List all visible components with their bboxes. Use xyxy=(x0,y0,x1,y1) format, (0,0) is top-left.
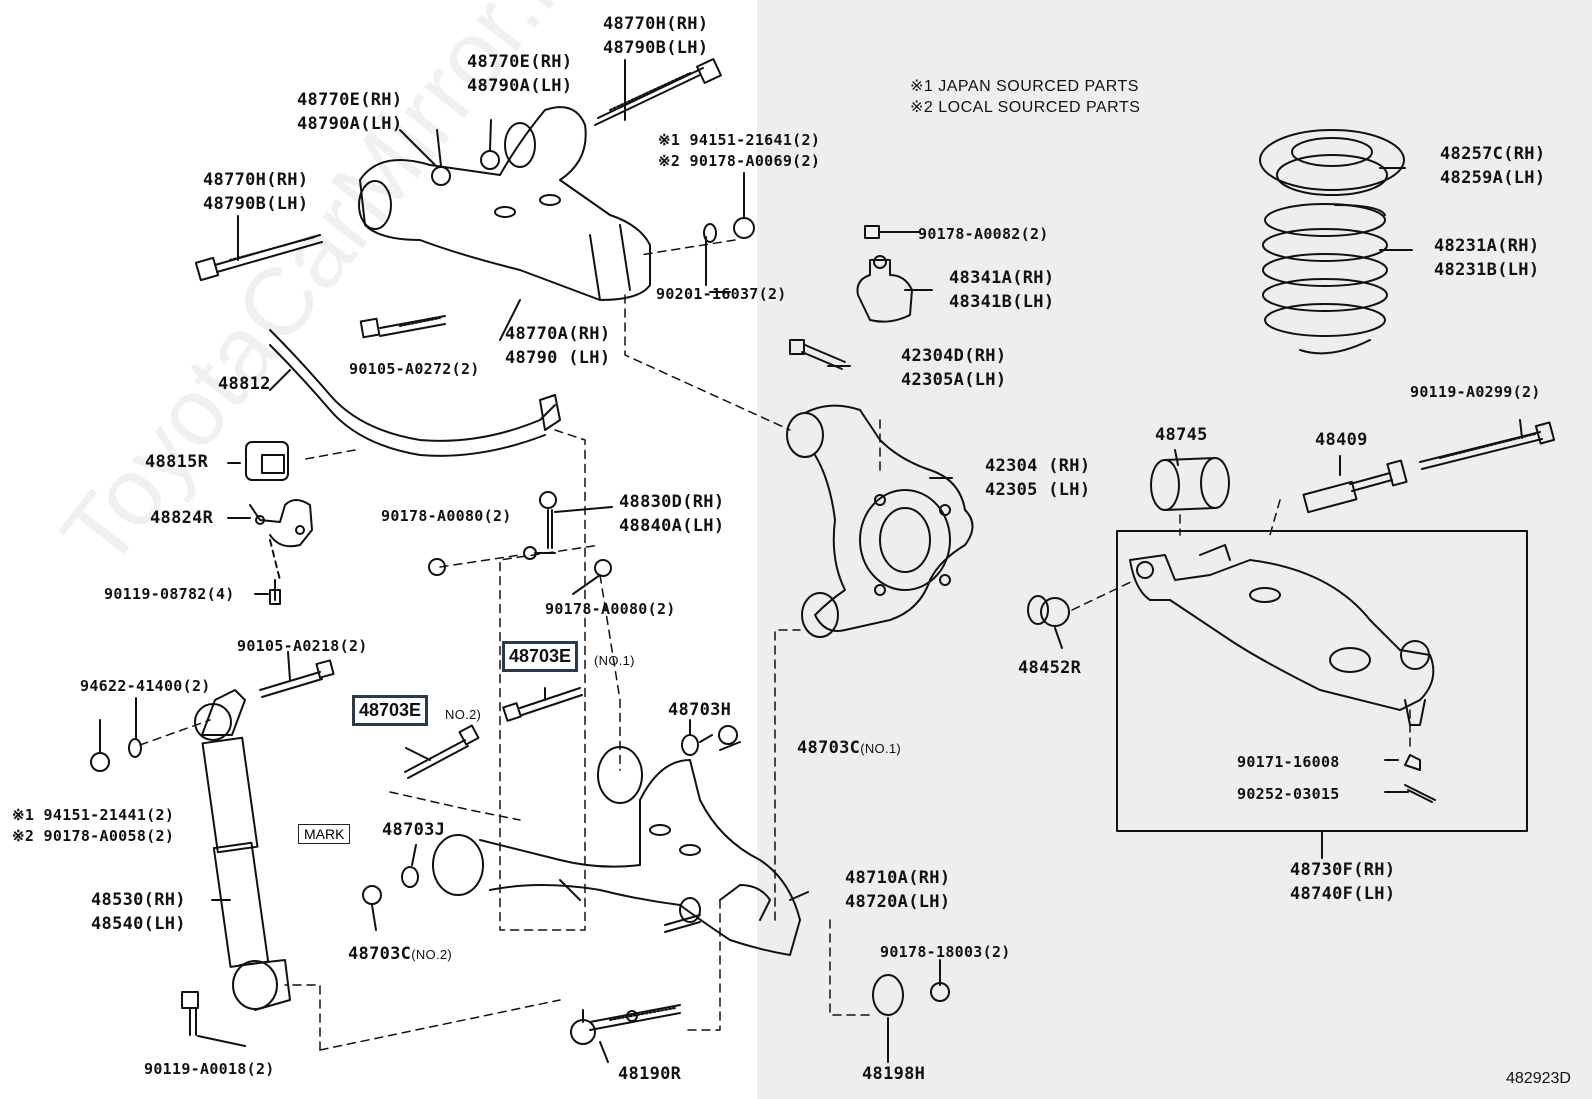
label-48710a: 48710A(RH) 48720A(LH) xyxy=(845,868,951,912)
highlight-48703e-no1[interactable]: 48703E xyxy=(502,641,579,672)
figure-number: 482923D xyxy=(1506,1070,1571,1087)
label-90252-03015: 90252-03015 xyxy=(1237,785,1340,803)
label-48257c: 48257C(RH) 48259A(LH) xyxy=(1440,144,1546,188)
shock-absorber xyxy=(194,689,291,1011)
label-48770e-left: 48770E(RH) 48790A(LH) xyxy=(297,90,403,134)
bushing-48815r xyxy=(245,441,289,481)
label-48231a: 48231A(RH) 48231B(LH) xyxy=(1434,236,1540,280)
upper-control-arm xyxy=(358,106,651,301)
right-panel-background xyxy=(757,0,1592,1099)
stabilizer-link xyxy=(523,491,557,560)
label-48770a: 48770A(RH) 48790 (LH) xyxy=(505,324,611,368)
label-42304d: 42304D(RH) 42305A(LH) xyxy=(901,346,1007,390)
stabilizer-bar xyxy=(269,329,561,457)
label-48703e-no1-sub: (NO.1) xyxy=(594,653,635,668)
bolt-48770h-left xyxy=(194,234,323,282)
label-90171-16008: 90171-16008 xyxy=(1237,753,1340,771)
label-48730f: 48730F(RH) 48740F(LH) xyxy=(1290,860,1396,904)
coil-spring xyxy=(1262,203,1388,355)
dashed-guides xyxy=(139,239,1411,1051)
bump-stop xyxy=(856,225,913,323)
label-90105-a0272: 90105-A0272(2) xyxy=(349,360,480,378)
label-90119-08782: 90119-08782(4) xyxy=(104,585,235,603)
label-48452r: 48452R xyxy=(1018,658,1082,678)
label-48824r: 48824R xyxy=(150,508,214,528)
label-90201-16037: 90201-16037(2) xyxy=(656,285,787,303)
bolt-90105-a0272 xyxy=(359,315,446,339)
cam-bolt-48190r xyxy=(570,1004,681,1045)
label-90119-a0018: 90119-A0018(2) xyxy=(144,1060,275,1078)
label-90119-a0299: 90119-A0299(2) xyxy=(1410,383,1541,401)
bolt-90119-a0299 xyxy=(1419,421,1556,470)
label-90178-18003: 90178-18003(2) xyxy=(880,943,1011,961)
label-48745: 48745 xyxy=(1155,425,1208,445)
label-48812: 48812 xyxy=(218,374,271,394)
label-48830d: 48830D(RH) 48840A(LH) xyxy=(619,492,725,536)
lower-arm xyxy=(1129,544,1435,726)
label-48703c-no1-sub: (NO.1) xyxy=(860,741,902,756)
label-90178-a0080-b: 90178-A0080(2) xyxy=(545,600,676,618)
label-48703c-no2: 48703C xyxy=(348,944,412,964)
note-japan-sourced: ※1 JAPAN SOURCED PARTS xyxy=(910,78,1139,95)
label-48770e-mid: 48770E(RH) 48790A(LH) xyxy=(467,52,573,96)
bolt-48409 xyxy=(1302,459,1408,514)
label-94151-21641: ※1 94151-21641(2) ※2 90178-A0069(2) xyxy=(658,131,821,170)
mark-tag: MARK xyxy=(298,824,351,844)
label-90105-a0218: 90105-A0218(2) xyxy=(237,637,368,655)
label-48703c-no2-sub: (NO.2) xyxy=(411,947,453,962)
label-48703j: 48703J xyxy=(382,820,446,840)
bushing-48745 xyxy=(1150,457,1230,511)
bolt-48770h-top xyxy=(594,58,722,126)
label-94151-21441: ※1 94151-21441(2) ※2 90178-A0058(2) xyxy=(12,806,175,845)
spring-seat xyxy=(1259,129,1405,196)
label-48815r: 48815R xyxy=(145,452,209,472)
label-48770h-top: 48770H(RH) 48790B(LH) xyxy=(603,14,709,58)
label-42304: 42304 (RH) 42305 (LH) xyxy=(985,456,1091,500)
steering-knuckle xyxy=(786,404,974,638)
label-48198h: 48198H xyxy=(862,1064,926,1084)
highlight-48703e-no2[interactable]: 48703E xyxy=(352,695,429,726)
label-48341a: 48341A(RH) 48341B(LH) xyxy=(949,268,1055,312)
lower-control-arm xyxy=(432,746,801,956)
label-48703e-no2-sub: NO.2) xyxy=(445,707,482,722)
label-94622-41400: 94622-41400(2) xyxy=(80,677,211,695)
label-48703h: 48703H xyxy=(668,700,732,720)
label-48530: 48530(RH) 48540(LH) xyxy=(91,890,186,934)
label-48770h-left: 48770H(RH) 48790B(LH) xyxy=(203,170,309,214)
label-90178-a0080-a: 90178-A0080(2) xyxy=(381,507,512,525)
label-90178-a0082: 90178-A0082(2) xyxy=(918,225,1049,243)
label-48190r: 48190R xyxy=(618,1064,682,1084)
label-48703c-no1: 48703C xyxy=(797,738,861,758)
bracket-48824r xyxy=(249,499,313,548)
note-local-sourced: ※2 LOCAL SOURCED PARTS xyxy=(910,99,1141,116)
label-48409: 48409 xyxy=(1315,430,1368,450)
